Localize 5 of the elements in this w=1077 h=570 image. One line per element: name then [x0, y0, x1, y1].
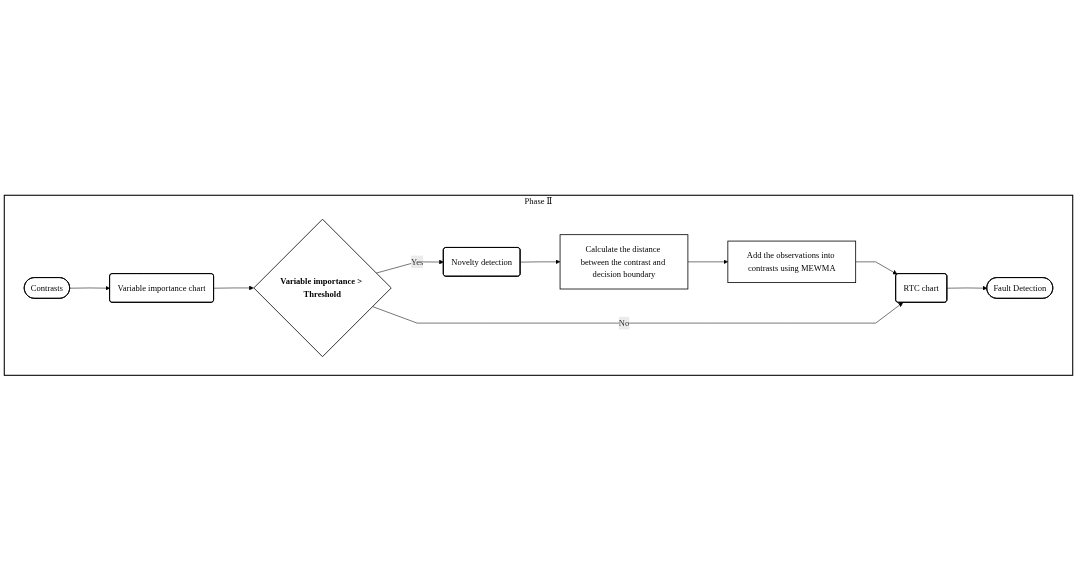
edge-label: Yes [410, 256, 424, 266]
node-box: Add the observations into contrasts using MEWMA [727, 240, 857, 283]
edge-label: No [618, 318, 630, 328]
node-diamond: Variable importance > Threshold [253, 218, 392, 357]
node-box: Calculate the distance between the contrast and decision boundary [559, 234, 689, 290]
